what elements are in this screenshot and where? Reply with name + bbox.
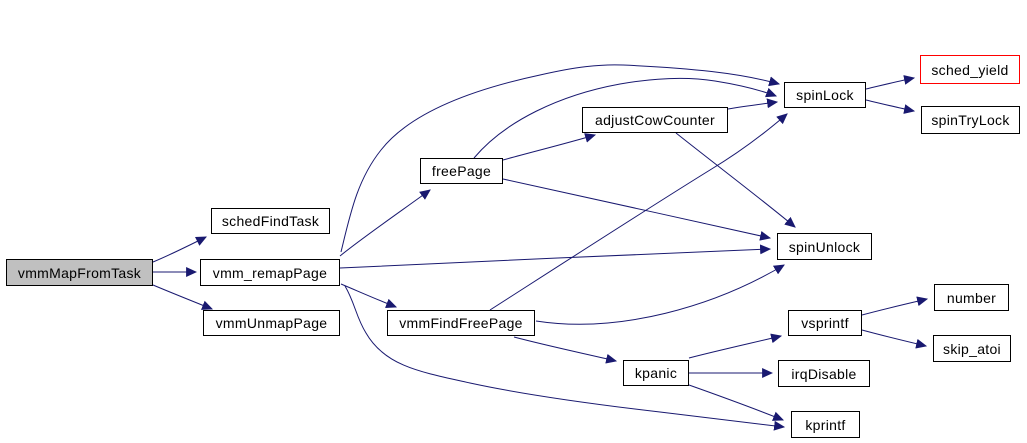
edge-vmmFindFreePage-to-spinUnlock: [535, 264, 785, 325]
edge-vmm_remapPage-to-kprintf: [344, 285, 786, 431]
node-label-spinUnlock: spinUnlock: [788, 238, 861, 255]
node-label-kpanic: kpanic: [634, 365, 678, 381]
edge-vmm_remapPage-to-spinUnlock: [339, 244, 772, 269]
edge-kpanic-to-kprintf: [688, 384, 785, 421]
node-label-freePage: freePage: [431, 163, 492, 179]
edge-vmm_remapPage-to-freePage: [339, 189, 431, 257]
edge-vmm_remapPage-to-vmmFindFreePage: [340, 283, 398, 309]
node-skip_atoi[interactable]: skip_atoi: [933, 335, 1011, 362]
node-spinUnlock[interactable]: spinUnlock: [777, 233, 872, 260]
node-kprintf[interactable]: kprintf: [791, 411, 860, 438]
node-label-vmmUnmapPage: vmmUnmapPage: [215, 315, 328, 331]
edge-vmmMapFromTask-to-schedFindTask: [152, 236, 207, 263]
edge-spinLock-to-sched_yield: [865, 75, 916, 90]
edge-vmmFindFreePage-to-kpanic: [513, 336, 618, 364]
node-sched_yield[interactable]: sched_yield: [920, 55, 1020, 84]
node-label-vsprintf: vsprintf: [801, 315, 849, 331]
node-label-vmmFindFreePage: vmmFindFreePage: [399, 315, 523, 331]
node-label-schedFindTask: schedFindTask: [221, 213, 320, 229]
edge-kpanic-to-vsprintf: [688, 333, 783, 359]
node-label-vmm_remapPage: vmm_remapPage: [212, 264, 328, 281]
node-label-vmmMapFromTask: vmmMapFromTask: [17, 264, 142, 281]
edge-vmmMapFromTask-to-vmmUnmapPage: [152, 284, 214, 310]
node-number[interactable]: number: [934, 284, 1009, 311]
node-schedFindTask[interactable]: schedFindTask: [211, 208, 330, 234]
node-vmmUnmapPage[interactable]: vmmUnmapPage: [203, 310, 340, 336]
edge-adjustCowCounter-to-spinUnlock: [675, 132, 796, 228]
edge-vmmFindFreePage-to-spinLock: [489, 113, 788, 311]
node-label-irqDisable: irqDisable: [791, 365, 857, 382]
node-label-skip_atoi: skip_atoi: [943, 340, 1001, 357]
edge-spinLock-to-spinTryLock: [865, 99, 916, 114]
node-spinTryLock[interactable]: spinTryLock: [921, 106, 1020, 134]
node-vmmMapFromTask[interactable]: vmmMapFromTask: [6, 259, 153, 286]
edge-adjustCowCounter-to-spinLock: [727, 98, 779, 110]
node-adjustCowCounter[interactable]: adjustCowCounter: [582, 107, 728, 133]
edge-vmm_remapPage-to-spinLock: [340, 64, 781, 253]
node-label-spinLock: spinLock: [796, 87, 854, 103]
node-spinLock[interactable]: spinLock: [784, 82, 866, 108]
node-vmmFindFreePage[interactable]: vmmFindFreePage: [387, 310, 535, 336]
node-label-spinTryLock: spinTryLock: [931, 112, 1010, 128]
edge-freePage-to-spinUnlock: [502, 178, 772, 241]
node-irqDisable[interactable]: irqDisable: [778, 360, 870, 387]
node-label-adjustCowCounter: adjustCowCounter: [595, 112, 715, 128]
edge-freePage-to-adjustCowCounter: [502, 133, 597, 161]
node-freePage[interactable]: freePage: [420, 158, 503, 184]
node-label-kprintf: kprintf: [805, 416, 846, 433]
node-label-number: number: [946, 289, 997, 306]
node-vsprintf[interactable]: vsprintf: [788, 310, 862, 336]
edge-freePage-to-spinLock: [473, 77, 778, 159]
node-vmm_remapPage[interactable]: vmm_remapPage: [200, 259, 340, 286]
node-label-sched_yield: sched_yield: [931, 61, 1009, 78]
edge-vsprintf-to-skip_atoi: [861, 329, 928, 349]
edge-vsprintf-to-number: [861, 296, 929, 316]
node-kpanic[interactable]: kpanic: [623, 360, 689, 386]
